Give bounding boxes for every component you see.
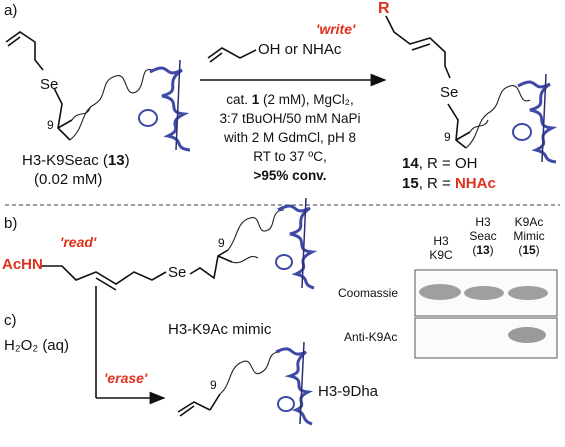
read-label: 'read': [60, 234, 97, 250]
blot-coomassie-panel: [414, 269, 558, 317]
product-15-label: 15, R = NHAc: [402, 175, 496, 192]
achn-label: AcHN: [2, 256, 43, 273]
blot-row-anti-k9ac: Anti-K9Ac: [344, 330, 398, 344]
h2o2-reagent: H₂O₂ (aq): [4, 337, 69, 354]
dha-residue-9: 9: [210, 378, 217, 392]
protein-backbone-start: [69, 69, 153, 141]
protein-helix-mimic: [275, 197, 318, 290]
protein-backbone-mimic: [227, 209, 285, 264]
coomassie-band-lane3: [508, 286, 548, 300]
protein-helix-start: [138, 59, 191, 152]
blot-antibody-panel: [414, 317, 558, 359]
mimic-se-label: Se: [168, 264, 187, 281]
coomassie-band-lane1: [419, 284, 461, 300]
panel-label-a: a): [4, 2, 18, 19]
coomassie-band-lane2: [464, 286, 504, 300]
product-r-label: R: [378, 0, 390, 17]
start-concentration: (0.02 mM): [34, 171, 103, 188]
start-residue-9: 9: [47, 118, 54, 132]
dha-product-name: H3-9Dha: [318, 383, 379, 400]
protein-backbone-product: [465, 85, 531, 149]
condition-line-1: cat. 1 (2 mM), MgCl₂,: [226, 92, 354, 107]
allyl-reagent-structure: [207, 47, 257, 63]
product-alkene-structure: [385, 15, 471, 149]
mimic-name: H3-K9Ac mimic: [168, 321, 272, 338]
product-se-label: Se: [440, 84, 459, 101]
write-label: 'write': [316, 21, 356, 37]
erase-label: 'erase': [104, 370, 148, 386]
condition-line-3: with 2 M GdmCl, pH 8: [223, 130, 357, 145]
conversion-text: >95% conv.: [253, 168, 327, 183]
erase-arrow: [95, 286, 166, 405]
mimic-structure: [40, 249, 233, 291]
blot-row-coomassie: Coomassie: [338, 286, 399, 300]
panel-label-b: b): [4, 215, 18, 232]
condition-line-4: RT to 37 ºC,: [253, 149, 327, 164]
antibody-band-lane3: [508, 327, 546, 343]
protein-backbone-dha: [219, 351, 281, 395]
protein-helix-dha: [275, 341, 314, 426]
mimic-residue-9: 9: [218, 236, 225, 250]
product-14-label: 14, R = OH: [402, 155, 478, 172]
product-residue-9: 9: [444, 130, 451, 144]
reagent-top: OH or NHAc: [258, 41, 342, 58]
reaction-conditions: cat. 1 (2 mM), MgCl₂, 3:7 tBuOH/50 mM Na…: [200, 90, 380, 185]
panel-label-c: c): [4, 312, 17, 329]
allyl-selenide-structure: [5, 31, 73, 141]
dha-structure: [177, 393, 221, 417]
protein-helix-product: [512, 73, 558, 164]
start-se-label: Se: [40, 76, 59, 93]
start-name: H3-K9Seac (13): [22, 152, 130, 169]
condition-line-2: 3:7 tBuOH/50 mM NaPi: [219, 111, 361, 126]
